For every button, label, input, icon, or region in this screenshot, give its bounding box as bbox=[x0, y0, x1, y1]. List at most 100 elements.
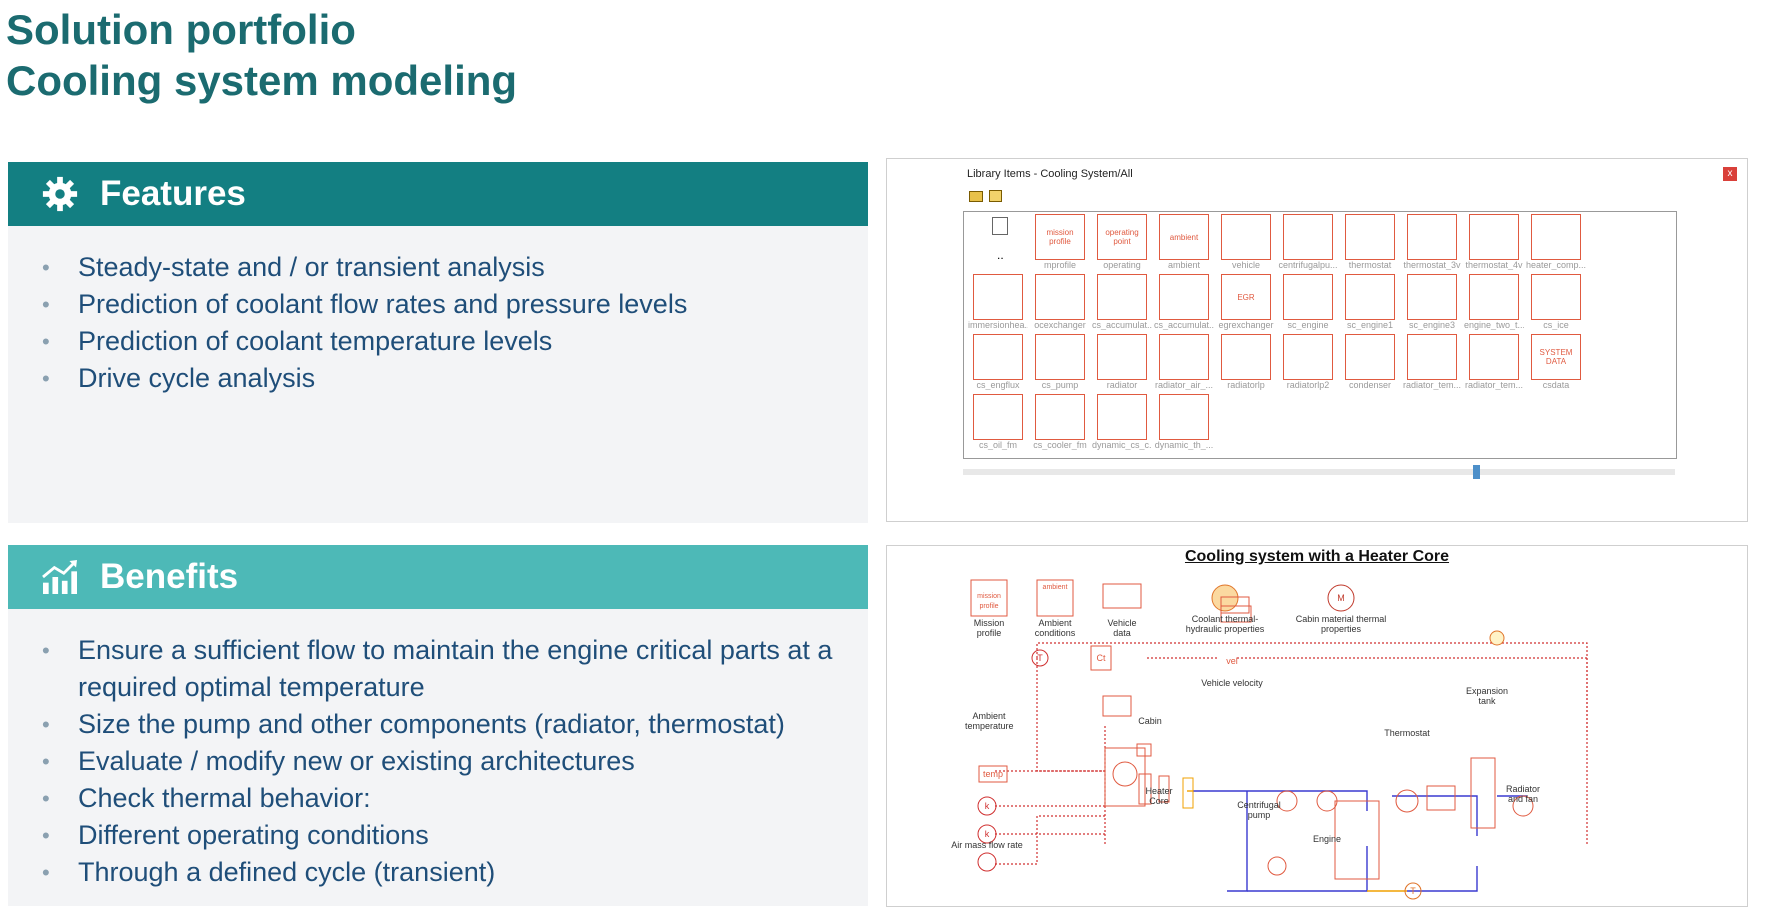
library-item-label: cs_engflux bbox=[976, 380, 1020, 390]
folder-open-icon[interactable] bbox=[969, 191, 983, 202]
library-item[interactable]: heater_comp... bbox=[1526, 214, 1586, 270]
parent-dir[interactable]: .. bbox=[997, 248, 1004, 262]
library-item-label: immersionhea... bbox=[968, 320, 1028, 330]
component-icon: EGR bbox=[1221, 274, 1271, 320]
library-item[interactable]: radiator bbox=[1092, 334, 1152, 390]
library-item[interactable]: sc_engine1 bbox=[1340, 274, 1400, 330]
library-item-label: operating bbox=[1103, 260, 1141, 270]
component-icon bbox=[1469, 334, 1519, 380]
parent-folder-icon[interactable] bbox=[992, 217, 1008, 235]
component-icon bbox=[1097, 394, 1147, 440]
component-icon bbox=[1469, 214, 1519, 260]
diagram-canvas bbox=[970, 579, 1588, 900]
component-icon bbox=[1407, 334, 1457, 380]
component-icon bbox=[1035, 334, 1085, 380]
list-item: •Different operating conditions bbox=[42, 820, 429, 850]
component-icon bbox=[973, 394, 1023, 440]
library-item-label: cs_oil_fm bbox=[978, 440, 1017, 450]
component-icon bbox=[1221, 334, 1271, 380]
top-item-label: Cabin material thermal properties bbox=[1295, 614, 1387, 634]
library-item-label: engine_two_t... bbox=[1464, 320, 1524, 330]
library-item[interactable]: centrifugalpu... bbox=[1278, 214, 1338, 270]
library-item-label: dynamic_th_... bbox=[1154, 440, 1214, 450]
horizontal-scrollbar[interactable] bbox=[963, 465, 1675, 479]
radiator-fan-label: Radiator and fan bbox=[1505, 784, 1541, 804]
component-icon bbox=[1407, 214, 1457, 260]
features-header-label: Features bbox=[100, 174, 246, 213]
ct-block: Ct bbox=[1096, 653, 1106, 663]
cooling-diagram: Cooling system with a Heater Core bbox=[886, 545, 1748, 907]
list-item: •Prediction of coolant temperature level… bbox=[42, 326, 553, 356]
heater-core-label: Heater Core bbox=[1145, 786, 1173, 806]
library-item[interactable]: radiator_air_... bbox=[1154, 334, 1214, 390]
list-item: •Check thermal behavior: bbox=[42, 783, 371, 813]
component-icon bbox=[1469, 274, 1519, 320]
ambient-temperature-label: Ambient temperature bbox=[965, 711, 1014, 731]
component-icon bbox=[1035, 394, 1085, 440]
library-item[interactable]: thermostat_3v bbox=[1402, 214, 1462, 270]
list-item: •Size the pump and other components (rad… bbox=[42, 709, 785, 739]
library-item[interactable]: radiatorlp bbox=[1216, 334, 1276, 390]
library-item-label: radiator bbox=[1106, 380, 1138, 390]
component-icon bbox=[1531, 274, 1581, 320]
page-title-line2: Cooling system modeling bbox=[6, 57, 518, 104]
library-item-label: cs_ice bbox=[1543, 320, 1569, 330]
library-item-label: heater_comp... bbox=[1526, 260, 1586, 270]
list-item: •Steady-state and / or transient analysi… bbox=[42, 252, 545, 282]
folder-new-icon[interactable] bbox=[989, 190, 1002, 202]
library-item-label: radiator_tem... bbox=[1464, 380, 1524, 390]
library-item[interactable]: thermostat_4v bbox=[1464, 214, 1524, 270]
benefits-list: •Ensure a sufficient flow to maintain th… bbox=[8, 609, 868, 891]
component-icon: SYSTEM DATA bbox=[1531, 334, 1581, 380]
library-item[interactable]: radiatorlp2 bbox=[1278, 334, 1338, 390]
library-item-label: sc_engine3 bbox=[1408, 320, 1456, 330]
k-source-1: k bbox=[984, 801, 990, 811]
library-item[interactable]: cs_engflux bbox=[968, 334, 1028, 390]
library-item[interactable]: cs_oil_fm bbox=[968, 394, 1028, 450]
close-button[interactable]: x bbox=[1723, 167, 1737, 181]
library-item-label: mprofile bbox=[1043, 260, 1076, 270]
component-icon: operating point bbox=[1097, 214, 1147, 260]
library-item-label: cs_accumulat... bbox=[1092, 320, 1152, 330]
component-icon bbox=[973, 274, 1023, 320]
library-window: Library Items - Cooling System/All x .. … bbox=[886, 158, 1748, 522]
component-icon bbox=[1283, 214, 1333, 260]
scrollbar-thumb[interactable] bbox=[1473, 465, 1480, 479]
library-item-label: condenser bbox=[1348, 380, 1392, 390]
library-item[interactable]: cs_accumulat... bbox=[1154, 274, 1214, 330]
library-item[interactable]: cs_accumulat... bbox=[1092, 274, 1152, 330]
library-item[interactable]: thermostat bbox=[1340, 214, 1400, 270]
library-item[interactable]: sc_engine3 bbox=[1402, 274, 1462, 330]
benefits-header-label: Benefits bbox=[100, 557, 239, 596]
library-item[interactable]: radiator_tem... bbox=[1402, 334, 1462, 390]
library-item-label: radiatorlp bbox=[1227, 380, 1265, 390]
library-item-label: dynamic_cs_c... bbox=[1092, 440, 1152, 450]
library-window-title: Library Items - Cooling System/All bbox=[967, 168, 1133, 180]
library-item-label: ambient bbox=[1167, 260, 1201, 270]
library-item[interactable]: radiator_tem... bbox=[1464, 334, 1524, 390]
top-item-label: Vehicle data bbox=[1107, 618, 1137, 638]
library-item[interactable]: vehicle bbox=[1216, 214, 1276, 270]
library-item[interactable]: cs_cooler_fm bbox=[1030, 394, 1090, 450]
library-item[interactable]: cs_ice bbox=[1526, 274, 1586, 330]
library-item[interactable]: condenser bbox=[1340, 334, 1400, 390]
library-item[interactable]: ocexchanger bbox=[1030, 274, 1090, 330]
library-item[interactable]: sc_engine bbox=[1278, 274, 1338, 330]
vel-block: vel bbox=[1226, 656, 1238, 666]
features-header: Features bbox=[8, 162, 868, 226]
features-list: •Steady-state and / or transient analysi… bbox=[8, 226, 868, 397]
library-item[interactable]: dynamic_cs_c... bbox=[1092, 394, 1152, 450]
diagram-title: Cooling system with a Heater Core bbox=[1184, 548, 1450, 565]
library-item[interactable]: engine_two_t... bbox=[1464, 274, 1524, 330]
component-icon bbox=[1345, 334, 1395, 380]
library-item-label: radiator_air_... bbox=[1154, 380, 1214, 390]
library-item[interactable]: immersionhea... bbox=[968, 274, 1028, 330]
library-item[interactable]: dynamic_th_... bbox=[1154, 394, 1214, 450]
library-item[interactable]: cs_pump bbox=[1030, 334, 1090, 390]
component-icon bbox=[1407, 274, 1457, 320]
